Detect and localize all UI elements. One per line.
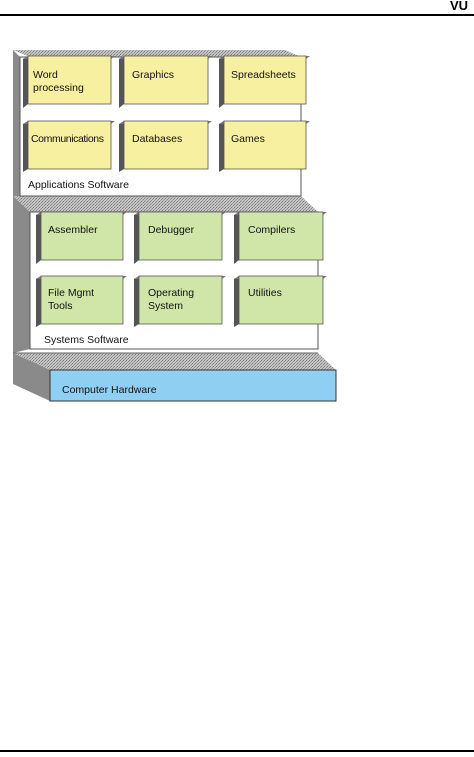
app-box-games bbox=[219, 120, 310, 172]
hardware-layer bbox=[13, 353, 337, 402]
app-box-databases bbox=[119, 120, 212, 172]
app-box-label-word-processing: Word processing bbox=[33, 69, 84, 94]
sys-box-debugger bbox=[134, 211, 226, 264]
app-box-word-processing bbox=[23, 55, 115, 108]
sys-box-label-compilers: Compilers bbox=[248, 224, 296, 236]
app-box-spreadsheets bbox=[219, 55, 310, 108]
applications-stipple-top bbox=[13, 50, 301, 57]
header-corner-text: VU bbox=[449, 0, 468, 13]
app-box-label-games: Games bbox=[231, 133, 265, 145]
sys-box-compilers bbox=[234, 211, 327, 264]
sys-box-utilities bbox=[234, 275, 327, 327]
app-box-label-spreadsheets: Spreadsheets bbox=[231, 69, 296, 81]
systems-left-shade bbox=[13, 196, 30, 353]
sys-box-label-assembler: Assembler bbox=[48, 224, 98, 236]
sys-box-label-utilities: Utilities bbox=[248, 287, 282, 299]
systems-stipple-top bbox=[13, 196, 318, 212]
app-box-label-communications: Communications bbox=[31, 133, 104, 145]
sys-box-operating-system bbox=[134, 275, 226, 327]
top-rule bbox=[0, 14, 474, 16]
app-box-graphics bbox=[119, 55, 212, 108]
sys-box-file-mgmt-tools bbox=[36, 275, 127, 327]
bottom-rule bbox=[0, 750, 474, 752]
applications-left-shade bbox=[13, 50, 20, 196]
hardware-stipple-top bbox=[13, 353, 336, 370]
sys-box-label-file-mgmt-tools: File Mgmt Tools bbox=[48, 287, 95, 312]
hardware-layer-label: Computer Hardware bbox=[62, 384, 157, 396]
sys-box-label-debugger: Debugger bbox=[148, 224, 195, 236]
hardware-face bbox=[49, 369, 337, 402]
app-box-communications bbox=[23, 120, 115, 172]
app-box-label-graphics: Graphics bbox=[132, 69, 175, 81]
systems-layer-label: Systems Software bbox=[44, 334, 129, 346]
sys-box-label-operating-system: Operating System bbox=[148, 287, 195, 312]
sys-box-assembler bbox=[36, 211, 127, 264]
hardware-left-shade bbox=[13, 353, 50, 401]
app-box-label-databases: Databases bbox=[132, 133, 183, 145]
applications-layer-label: Applications Software bbox=[28, 179, 129, 191]
